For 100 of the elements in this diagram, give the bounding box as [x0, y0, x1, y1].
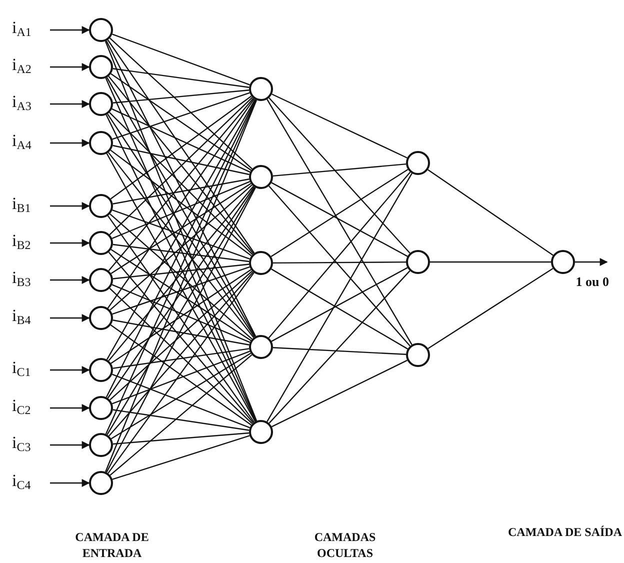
neuron-circle	[89, 194, 113, 218]
input-label: i$_{A3}$	[12, 93, 32, 112]
connection-line	[109, 112, 253, 255]
input-arrow	[50, 404, 90, 412]
connection-line	[272, 347, 406, 355]
connection-line	[108, 76, 254, 254]
neuron-circle	[89, 92, 113, 116]
neuron-circle	[249, 335, 273, 359]
connection-line	[107, 98, 255, 308]
connection-line	[110, 213, 252, 340]
neuron-circle	[249, 420, 273, 444]
connection-line	[268, 97, 410, 254]
input-label: i$_{B4}$	[12, 307, 31, 326]
neuron-circle	[89, 131, 113, 155]
input-label: i$_{C2}$	[12, 397, 31, 416]
connection-line	[109, 288, 253, 424]
connection-line	[112, 409, 250, 431]
layer-caption: CAMADA DE SAÍDA	[506, 525, 623, 541]
input-arrow	[50, 276, 90, 284]
connection-line	[110, 352, 252, 440]
connection-line	[112, 178, 250, 204]
input-label: i$_{B2}$	[12, 232, 31, 251]
input-label: i$_{C3}$	[12, 434, 31, 453]
input-arrow	[50, 239, 90, 247]
neuron-circle	[249, 251, 273, 275]
input-arrow	[50, 202, 90, 210]
connection-line	[109, 270, 253, 400]
connection-line	[108, 272, 254, 436]
connection-line	[112, 244, 250, 262]
connection-line	[112, 264, 250, 280]
neuron-circle	[89, 306, 113, 330]
connection-line	[428, 169, 554, 256]
connection-line	[112, 350, 250, 404]
connection-line	[112, 108, 250, 173]
neuron-circle	[89, 268, 113, 292]
connection-line	[107, 215, 255, 423]
neuron-circle	[89, 471, 113, 495]
input-label: i$_{A1}$	[12, 19, 32, 38]
connection-line	[112, 92, 250, 140]
connection-line	[107, 186, 255, 398]
connection-line	[107, 114, 255, 338]
input-label: i$_{C1}$	[12, 359, 31, 378]
connection-line	[112, 181, 250, 239]
input-label: i$_{C4}$	[12, 472, 31, 491]
neuron-circle	[406, 250, 430, 274]
connection-line	[112, 209, 250, 260]
connection-line	[109, 96, 253, 236]
connection-line	[430, 261, 551, 263]
layer-caption: CAMADA DE ENTRADA	[74, 530, 150, 562]
connection-line	[112, 374, 250, 428]
connection-line	[272, 360, 408, 428]
connection-line	[108, 186, 254, 362]
connection-line	[112, 34, 250, 86]
connection-line	[110, 269, 252, 364]
connection-line	[110, 249, 252, 341]
connection-line	[112, 284, 250, 343]
neuron-circle	[406, 151, 430, 175]
input-arrow	[50, 26, 90, 34]
connection-line	[110, 150, 252, 256]
connection-line	[112, 68, 250, 88]
connection-line	[112, 435, 250, 480]
neuron-circle	[89, 396, 113, 420]
input-label: i$_{A4}$	[12, 132, 32, 151]
connection-line	[112, 266, 250, 315]
connection-line	[112, 432, 250, 445]
layer-caption: CAMADAS OCULTAS	[313, 530, 377, 562]
neuron-circle	[89, 433, 113, 457]
input-arrow	[50, 366, 90, 374]
neuron-circle	[249, 77, 273, 101]
connection-line	[110, 324, 252, 426]
input-arrow	[50, 139, 90, 147]
connection-line	[110, 183, 252, 274]
neuron-circle	[89, 55, 113, 79]
output-label: 1 ou 0	[576, 274, 609, 290]
connection-line	[110, 73, 252, 171]
connection-line	[112, 320, 250, 346]
connection-line	[266, 173, 412, 422]
neuron-circle	[89, 18, 113, 42]
connection-line	[112, 348, 250, 369]
connection-line	[108, 98, 254, 272]
connection-line	[266, 99, 412, 345]
neuron-circle	[406, 343, 430, 367]
connection-line	[107, 40, 255, 254]
input-arrow	[50, 479, 90, 487]
connection-line	[273, 261, 406, 264]
connection-line	[270, 168, 408, 258]
connection-line	[271, 182, 408, 257]
input-label: i$_{B1}$	[12, 195, 31, 214]
input-label: i$_{A2}$	[12, 56, 32, 75]
connection-line	[112, 144, 250, 176]
connection-line	[110, 184, 252, 311]
neuron-circle	[249, 165, 273, 189]
output-arrow	[575, 258, 608, 266]
connection-line	[109, 38, 253, 170]
neuron-circle	[89, 358, 113, 382]
input-label: i$_{B3}$	[12, 269, 31, 288]
connection-line	[268, 270, 410, 424]
connection-line	[108, 272, 254, 474]
connection-line	[272, 94, 408, 158]
connection-line	[108, 252, 254, 424]
